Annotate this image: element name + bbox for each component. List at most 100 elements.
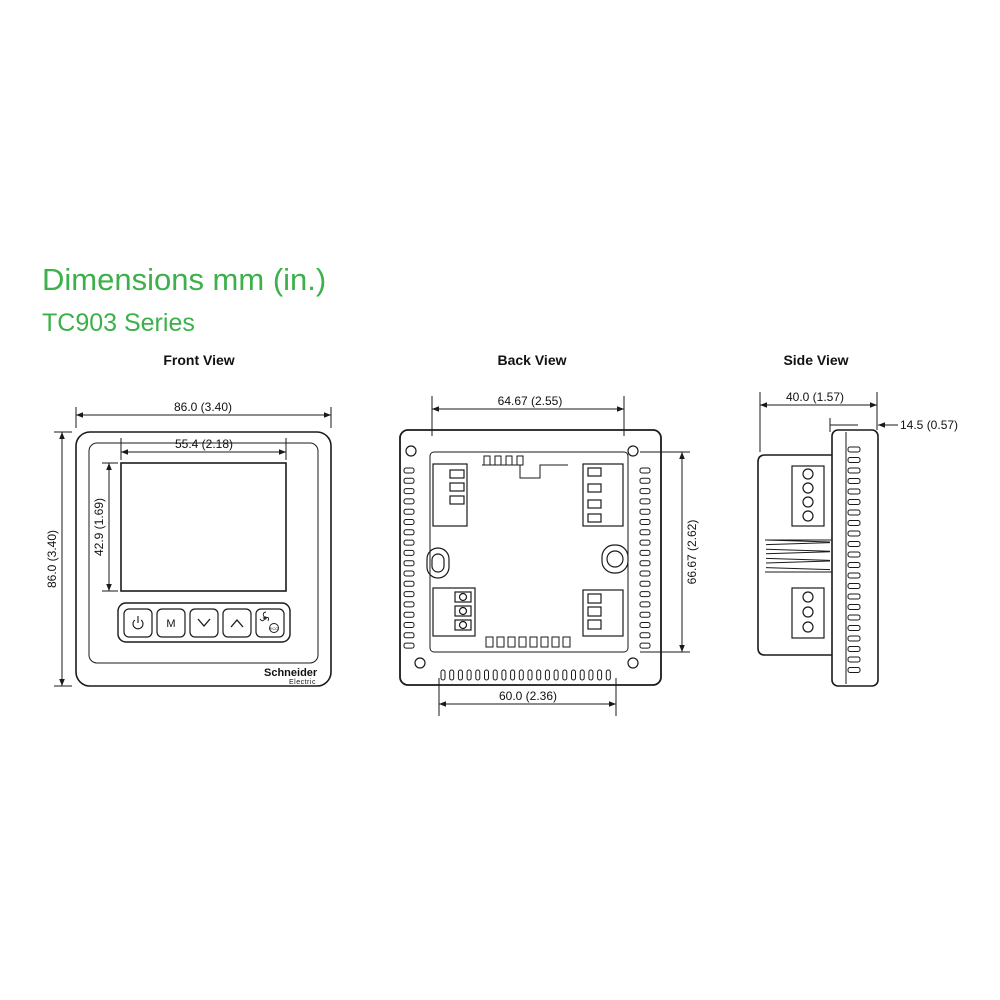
side-back-housing [757,454,832,656]
vent-slot [403,580,415,587]
vent-slot [403,642,415,649]
vent-slots-left [403,467,415,649]
keyhole-right [601,544,629,574]
page-subtitle: TC903 Series [42,309,195,337]
pin [483,455,491,466]
fin [847,457,861,463]
vent-slot [403,560,415,567]
back-view [399,396,690,716]
fin [847,593,861,600]
vent-slot [518,669,524,681]
pin [485,636,494,648]
rib-line [765,548,831,552]
fin [847,583,861,589]
vent-slot [403,622,415,628]
vent-slot [639,549,651,556]
vent-slot [403,467,415,474]
side-connector-upper [791,465,825,527]
vent-slot [449,669,455,681]
pin [496,636,505,648]
vent-slot [639,529,651,536]
vent-slot [639,508,651,515]
vent-slot [639,519,651,525]
fin [847,467,861,474]
back-plate-outline [399,429,662,686]
front-button-down[interactable] [189,608,219,638]
vent-slot [403,591,415,598]
page-title: Dimensions mm (in.) [42,262,327,297]
vent-slot [605,669,611,681]
front-button-power[interactable] [123,608,153,638]
vent-slot [639,591,651,598]
side-view [757,392,898,687]
fin [847,635,861,642]
screen-width-dim: 55.4 (2.18) [175,437,233,451]
top-pin-row [483,455,524,466]
vent-slot [639,611,651,618]
fin [847,572,861,579]
front-button-up[interactable] [222,608,252,638]
fin [847,625,861,631]
vent-slot [639,467,651,474]
front-width-dim: 86.0 (3.40) [174,400,232,414]
vent-slot [639,601,651,608]
side-connector-lower [791,587,825,639]
mode-button-label: M [166,618,175,630]
vent-slot [639,632,651,639]
fin [847,562,861,568]
side-view-title: Side View [783,352,849,368]
back-inner-outline [429,451,629,653]
side-depth-dim: 40.0 (1.57) [786,390,844,404]
front-button-fan-eco[interactable] [255,608,285,638]
pin [529,636,538,648]
fin [847,667,861,673]
fin [847,614,861,621]
vent-slot [639,477,651,484]
fin [847,604,861,610]
side-fins [765,446,861,673]
fin [847,446,861,453]
vent-slot [475,669,481,681]
vent-slot [588,669,594,681]
terminal-block-bottom-right [582,589,624,637]
front-housing-outline [75,431,332,687]
vent-slot [403,508,415,515]
vent-slot [510,669,516,681]
vent-slot [562,669,568,681]
rib-line [765,567,831,571]
brand-name: Schneider [264,667,318,679]
vent-slot [440,669,446,681]
fin [847,551,861,558]
vent-slot [403,601,415,608]
vent-slot [457,669,463,681]
fin [847,478,861,484]
fin [847,656,861,663]
back-bottom-dim: 60.0 (2.36) [499,689,557,703]
rib-line [765,560,831,564]
fin [847,646,861,652]
pin [516,455,524,466]
vent-slot [527,669,533,681]
terminal-block-top-left [432,463,468,527]
fin [847,499,861,505]
vent-slot [466,669,472,681]
front-view-title: Front View [163,352,235,368]
vent-slot [403,488,415,495]
vent-slots-right [639,467,651,649]
vent-slot [536,669,542,681]
pin [540,636,549,648]
vent-slot [403,632,415,639]
vent-slot [639,622,651,628]
front-button-mode[interactable] [156,608,186,638]
button-bar-outline [117,602,291,643]
top-notch [482,464,568,479]
rib-line [765,551,831,555]
back-top-dim: 64.67 (2.55) [498,394,563,408]
pin [507,636,516,648]
screen-height-dim: 42.9 (1.69) [92,498,106,556]
fin [847,530,861,537]
mounting-holes [405,445,639,669]
vent-slot [403,539,415,546]
